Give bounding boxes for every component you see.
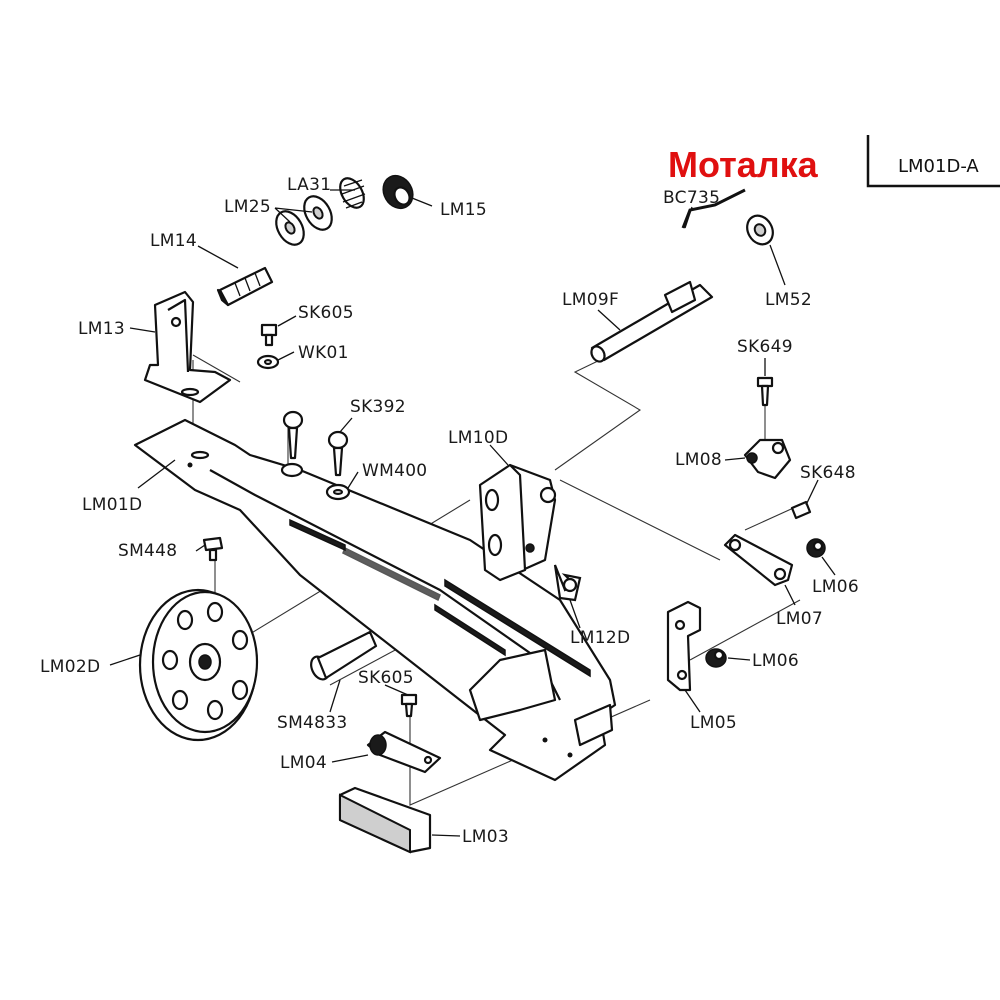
lm08-block	[743, 438, 792, 480]
wm400-washer	[325, 483, 351, 501]
lm04-clip	[366, 730, 442, 774]
label-bc735: BC735	[663, 188, 720, 208]
label-lm01d: LM01D	[82, 495, 142, 515]
label-lm07: LM07	[776, 609, 823, 629]
lm15-knob	[382, 174, 414, 210]
diagram-title: Моталка	[668, 144, 819, 185]
label-lm14: LM14	[150, 231, 197, 251]
plate-bracket	[468, 648, 557, 722]
sk392-screws	[280, 410, 349, 478]
sk649-screw	[756, 376, 774, 407]
sk605-screw-top	[260, 323, 278, 347]
label-sk392: SK392	[350, 397, 406, 417]
label-sk649: SK649	[737, 337, 793, 357]
sm4833-pin	[310, 630, 378, 681]
lm06-nut-upper	[806, 538, 826, 558]
diagram-code: LM01D-A	[898, 156, 979, 177]
bc735-spring	[681, 188, 746, 229]
label-lm06-lower: LM06	[752, 651, 799, 671]
lm09f-shaft	[590, 280, 714, 363]
label-sm448: SM448	[118, 541, 177, 561]
lm52-collar	[746, 214, 774, 246]
label-lm06-upper: LM06	[812, 577, 859, 597]
leader-lines	[109, 189, 836, 837]
label-lm15: LM15	[440, 200, 487, 220]
wk01-washer	[256, 354, 280, 370]
label-sk605-top: SK605	[298, 303, 354, 323]
code-frame	[866, 135, 1000, 188]
sk605-screw-bottom	[400, 693, 418, 718]
lm02d-pulley	[138, 588, 259, 742]
label-lm04: LM04	[280, 753, 327, 773]
lm12d-spring	[553, 564, 582, 602]
label-lm03: LM03	[462, 827, 509, 847]
lm05-bracket	[666, 600, 702, 692]
plate-slot	[190, 450, 210, 460]
part-labels: BC735 LA31 LM25 LM15 LM14 LM13 SK605 WK0…	[40, 175, 859, 847]
label-lm10d: LM10D	[448, 428, 508, 448]
lm10d-bracket	[478, 463, 557, 582]
lm07-link	[723, 533, 794, 587]
label-wk01: WK01	[298, 343, 349, 363]
label-sk605-bottom: SK605	[358, 668, 414, 688]
sm448-screw	[202, 536, 224, 562]
label-la31: LA31	[287, 175, 331, 195]
header: Моталка LM01D-A	[668, 135, 1000, 188]
label-sk648: SK648	[800, 463, 856, 483]
label-lm25: LM25	[224, 197, 271, 217]
lm14-shaft	[216, 266, 274, 307]
label-lm02d: LM02D	[40, 657, 100, 677]
lm13-bracket	[143, 290, 232, 404]
plate-lettering-emboss	[342, 546, 441, 602]
label-lm08: LM08	[675, 450, 722, 470]
lm06-nut-lower	[705, 648, 727, 668]
lm25-washers	[275, 195, 333, 246]
sk648-screw	[790, 500, 812, 520]
la31-spring	[339, 177, 366, 209]
label-sm4833: SM4833	[277, 713, 348, 733]
label-lm13: LM13	[78, 319, 125, 339]
lm01d-base-plate	[133, 418, 617, 782]
label-lm52: LM52	[765, 290, 812, 310]
label-lm09f: LM09F	[562, 290, 619, 310]
lm03-pad	[338, 786, 432, 854]
label-lm05: LM05	[690, 713, 737, 733]
label-lm12d: LM12D	[570, 628, 630, 648]
label-wm400: WM400	[362, 461, 427, 481]
